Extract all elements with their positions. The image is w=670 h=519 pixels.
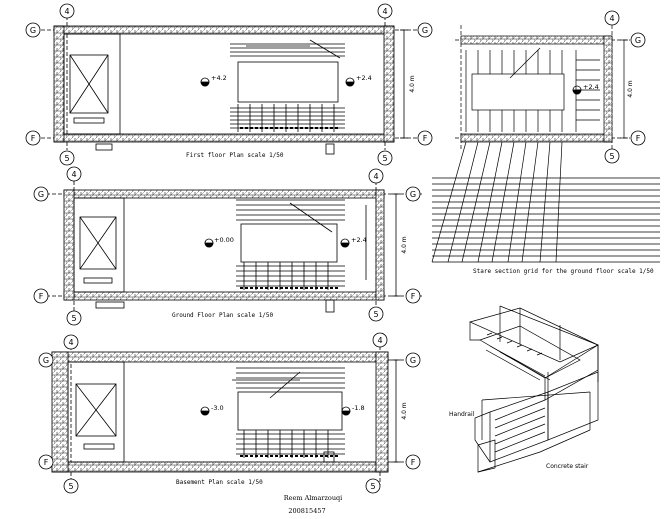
ground-axis-5-right: 5	[373, 310, 378, 319]
section-axis-f: F	[636, 134, 641, 143]
ground-axis-4-right: 4	[373, 172, 378, 181]
author-name: Reem Almarzouqi	[284, 494, 343, 502]
ground-floor-axis-bubbles	[33, 166, 421, 326]
isometric-stair	[468, 305, 599, 473]
first-axis-5-left: 5	[64, 154, 69, 163]
basement-axis-f-left: F	[44, 458, 49, 467]
section-axis-g: G	[635, 36, 641, 45]
first-axis-g-left: G	[30, 26, 36, 35]
basement-caption: Basement Plan scale 1/50	[176, 479, 263, 486]
ground-dimension: 4.0 m	[401, 236, 408, 253]
basement-axis-g-left: G	[43, 356, 49, 365]
first-axis-5-right: 5	[382, 154, 387, 163]
section-axis-bubbles	[604, 10, 646, 164]
first-axis-f-left: F	[31, 134, 36, 143]
basement-axis-g-right: G	[410, 356, 416, 365]
iso-label-handrail: Handrail	[449, 411, 475, 418]
basement-axis-f-right: F	[411, 458, 416, 467]
ground-axis-g-right: G	[410, 190, 416, 199]
author-id: 200815457	[288, 507, 325, 515]
section-level: +2.4	[583, 83, 599, 91]
first-axis-f-right: F	[423, 134, 428, 143]
basement-level-b: -1.8	[352, 404, 365, 412]
basement-axis-4-right: 4	[377, 336, 382, 345]
section-axis-5: 5	[609, 152, 614, 161]
first-axis-4-left: 4	[64, 7, 69, 16]
basement-axis-5-right: 5	[370, 482, 375, 491]
first-dimension: 4.0 m	[409, 75, 416, 92]
basement-axis-bubbles	[38, 332, 421, 494]
ground-axis-4-left: 4	[71, 170, 76, 179]
first-level-a: +4.2	[211, 74, 227, 82]
section-dimension: 4.0 m	[627, 80, 634, 97]
basement-dimension: 4.0 m	[401, 402, 408, 419]
first-axis-g-right: G	[422, 26, 428, 35]
ground-axis-g-left: G	[38, 190, 44, 199]
ground-floor-caption: Ground Floor Plan scale 1/50	[172, 312, 274, 319]
first-floor-caption: First floor Plan scale 1/50	[186, 152, 284, 159]
stair-section-grid	[431, 25, 660, 263]
basement-level-a: -3.0	[211, 404, 224, 412]
ground-axis-5-left: 5	[71, 314, 76, 323]
ground-floor-plan	[40, 175, 422, 313]
first-floor-axis-bubbles	[25, 3, 433, 166]
section-axis-4: 4	[609, 14, 614, 23]
ground-axis-f-right: F	[411, 292, 416, 301]
ground-level-b: +2.4	[351, 236, 367, 244]
first-floor-plan	[35, 10, 430, 155]
iso-label-concrete: Concrete stair	[546, 463, 589, 470]
basement-plan	[40, 340, 420, 485]
ground-axis-f-left: F	[39, 292, 44, 301]
first-axis-4-right: 4	[382, 7, 387, 16]
section-caption: Stare section grid for the ground floor …	[473, 268, 654, 275]
first-level-b: +2.4	[356, 74, 372, 82]
basement-axis-5-left: 5	[68, 482, 73, 491]
basement-axis-4-left: 4	[68, 338, 73, 347]
ground-level-a: +0.00	[214, 236, 234, 244]
